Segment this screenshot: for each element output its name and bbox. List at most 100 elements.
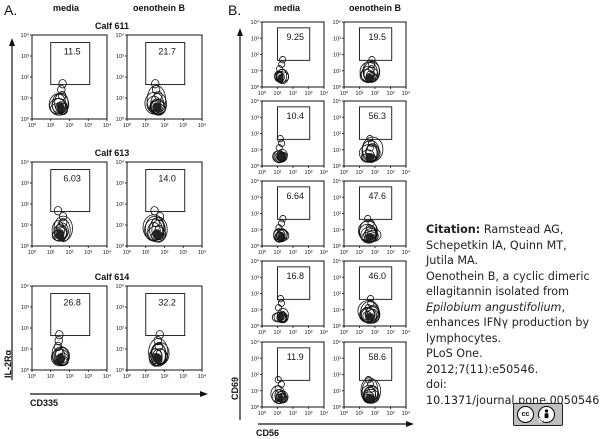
- y-tick-label: 10³: [21, 54, 29, 60]
- y-tick-label: 10¹: [251, 308, 259, 314]
- y-tick-label: 10¹: [251, 69, 259, 75]
- x-tick-label: 10⁴: [320, 410, 329, 417]
- y-tick-label: 10²: [333, 132, 341, 138]
- plot-frame: [126, 161, 203, 247]
- x-tick-label: 10²: [371, 91, 379, 97]
- x-tick-label: 10³: [305, 170, 313, 176]
- y-tick-label: 10⁴: [333, 339, 342, 346]
- gate-box: [277, 347, 311, 381]
- density-core: [277, 233, 284, 241]
- x-tick-label: 10³: [84, 123, 92, 129]
- y-tick-label: 10²: [251, 53, 259, 59]
- density-core: [277, 394, 284, 402]
- y-tick-label: 10³: [333, 115, 341, 121]
- y-tick-label: 10¹: [21, 223, 29, 229]
- y-tick-label: 10²: [116, 326, 124, 332]
- y-tick-label: 10⁰: [333, 84, 342, 91]
- gate-percentage: 14.0: [158, 174, 176, 184]
- panel-b-x-arrowhead: [406, 421, 414, 427]
- x-tick-label: 10³: [305, 91, 313, 97]
- y-tick-label: 10²: [251, 373, 259, 379]
- y-tick-label: 10⁴: [21, 283, 30, 290]
- y-tick-label: 10⁴: [21, 32, 30, 39]
- density-contour: [275, 144, 283, 152]
- density-contour: [151, 217, 160, 228]
- x-tick-label: 10⁰: [28, 249, 37, 256]
- gate-percentage: 47.6: [368, 191, 386, 201]
- panel-b-column-oenothein: oenothein B: [349, 3, 401, 13]
- panel-a-x-arrowhead: [200, 391, 208, 397]
- y-tick-label: 10²: [333, 53, 341, 59]
- density-contour: [154, 341, 164, 352]
- x-tick-label: 10¹: [274, 330, 282, 336]
- x-tick-label: 10¹: [356, 330, 364, 336]
- density-core: [365, 394, 375, 402]
- x-tick-label: 10²: [289, 91, 297, 97]
- density-contour: [58, 212, 68, 222]
- y-tick-label: 10²: [116, 75, 124, 81]
- density-contour: [54, 335, 63, 346]
- gate-percentage: 58.6: [368, 352, 386, 362]
- y-tick-label: 10¹: [251, 228, 259, 234]
- y-tick-label: 10²: [333, 212, 341, 218]
- y-tick-label: 10⁴: [333, 258, 342, 265]
- gate-box: [145, 42, 186, 86]
- y-tick-label: 10⁰: [116, 116, 125, 123]
- plot-frame: [343, 100, 407, 167]
- density-core: [56, 229, 65, 240]
- plot-frame: [126, 285, 203, 371]
- citation-title-post: , enhances IFNγ production by lymphocyte…: [426, 300, 590, 345]
- density-contour: [57, 85, 66, 95]
- x-tick-label: 10⁴: [320, 249, 329, 256]
- density-contour: [279, 56, 287, 64]
- x-tick-label: 10¹: [274, 170, 282, 176]
- x-tick-label: 10³: [305, 250, 313, 256]
- y-tick-label: 10⁰: [251, 323, 260, 330]
- y-tick-label: 10⁰: [333, 323, 342, 330]
- x-tick-label: 10⁴: [103, 373, 112, 380]
- plot-frame: [261, 21, 325, 88]
- y-tick-label: 10³: [251, 275, 259, 281]
- x-tick-label: 10²: [161, 374, 169, 380]
- x-tick-label: 10⁴: [103, 249, 112, 256]
- density-contour: [365, 224, 373, 232]
- y-tick-label: 10¹: [251, 148, 259, 154]
- y-tick-label: 10⁴: [251, 19, 260, 26]
- density-contour: [274, 376, 282, 384]
- x-tick-label: 10⁴: [402, 249, 411, 256]
- x-tick-label: 10⁴: [198, 373, 207, 380]
- y-tick-label: 10²: [21, 75, 29, 81]
- density-contour: [367, 295, 375, 303]
- x-tick-label: 10¹: [274, 91, 282, 97]
- x-tick-label: 10⁰: [28, 122, 37, 129]
- x-tick-label: 10²: [371, 250, 379, 256]
- x-tick-label: 10⁴: [402, 90, 411, 97]
- y-tick-label: 10⁰: [116, 367, 125, 374]
- y-tick-label: 10³: [116, 54, 124, 60]
- x-tick-label: 10³: [387, 411, 395, 417]
- citation-block: Citation: Ramstead AG, Schepetkin IA, Qu…: [426, 222, 600, 408]
- y-tick-label: 10⁰: [21, 116, 30, 123]
- density-contour: [55, 101, 68, 114]
- y-tick-label: 10¹: [116, 347, 124, 353]
- x-tick-label: 10³: [305, 411, 313, 417]
- density-contour: [53, 206, 63, 216]
- x-tick-label: 10⁴: [320, 169, 329, 176]
- density-contour: [368, 385, 376, 393]
- x-tick-label: 10³: [179, 250, 187, 256]
- x-tick-label: 10⁰: [28, 373, 37, 380]
- gate-box: [359, 27, 393, 61]
- x-tick-label: 10²: [289, 170, 297, 176]
- x-tick-label: 10¹: [47, 250, 55, 256]
- density-contour: [276, 135, 284, 143]
- x-tick-label: 10³: [305, 330, 313, 336]
- density-contour: [278, 139, 286, 147]
